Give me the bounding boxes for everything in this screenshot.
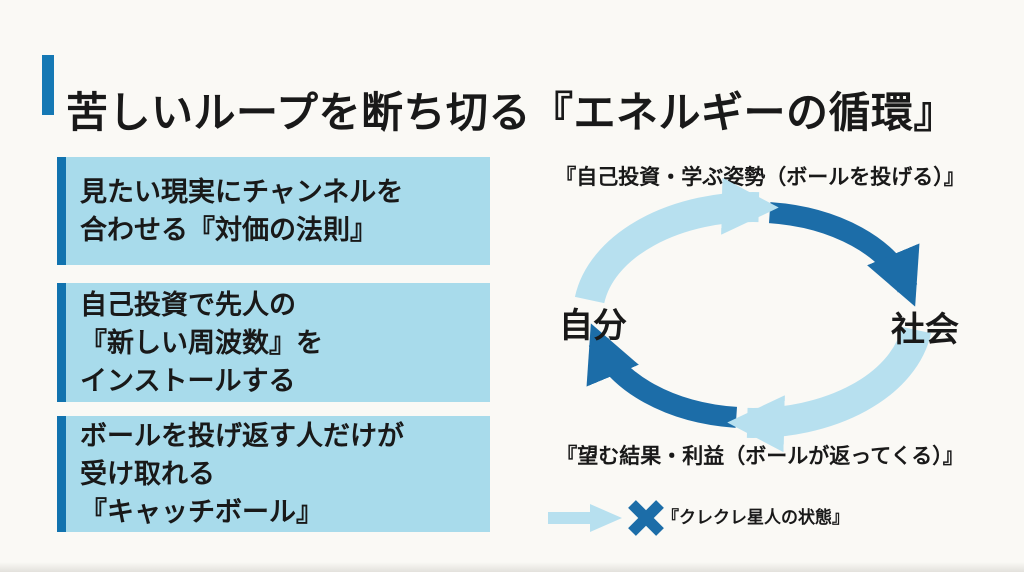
cycle-bottom-label: 『望む結果・利益（ボールが返ってくる）』 [556,445,964,468]
point-box-line: 見たい現実にチャンネルを [80,177,404,207]
point-box-law-of-compensation: 見たい現実にチャンネルを 合わせる『対価の法則』 [57,157,490,265]
legend-label: 『クレクレ星人の状態』 [662,508,849,527]
arrow-top-right-dark [768,202,920,307]
point-box-line: インストールする [80,365,296,396]
point-box-line: 『キャッチボール』 [80,497,323,527]
point-box-line: ボールを投げ返す人だけが [80,421,404,451]
page-bottom-shadow [0,562,1024,572]
point-box-new-frequency: 自己投資で先人の 『新しい周波数』を インストールする [57,283,490,402]
title-accent-bar [42,55,54,115]
cycle-arrows-icon [574,177,932,453]
point-box-line: 自己投資で先人の [80,289,296,320]
page-title: 苦しいループを断ち切る『エネルギーの循環』 [66,89,956,137]
cycle-node-society: 社会 [891,311,959,349]
cycle-node-self: 自分 [559,307,627,345]
point-box-line: 受け取れる [80,459,215,489]
point-box-line: 『新しい周波数』を [80,327,323,358]
arrow-bottom-left-dark [586,323,738,428]
arrow-top-left-light [574,177,779,304]
arrow-bottom-right-light [727,326,932,453]
point-box-catch-ball: ボールを投げ返す人だけが 受け取れる 『キャッチボール』 [57,416,490,532]
point-box-line: 合わせる『対価の法則』 [80,215,377,245]
cycle-top-label: 『自己投資・学ぶ姿勢（ボールを投げる）』 [555,166,965,189]
x-mark-icon [628,500,664,536]
flow-arrow-icon [548,504,622,532]
